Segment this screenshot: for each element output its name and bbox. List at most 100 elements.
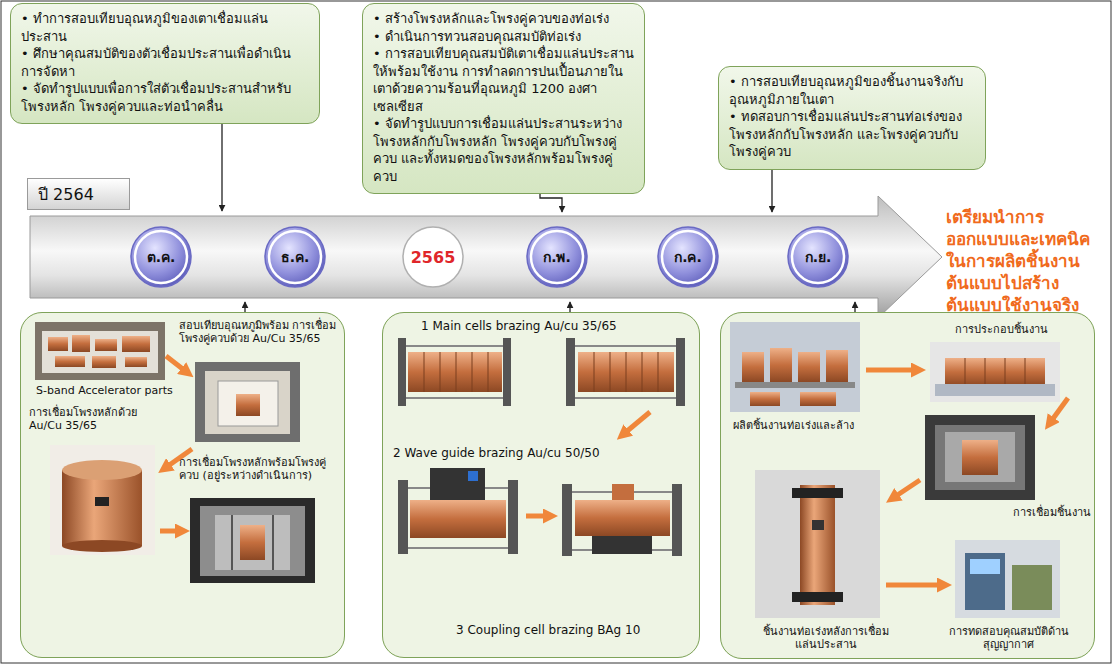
photo-caption: S-band Accelerator parts <box>36 384 176 397</box>
photo-caption: ผลิตชิ้นงานท่อเร่งและล้าง <box>733 419 903 432</box>
copper-cavity-photo <box>62 540 142 552</box>
parts-photo <box>35 322 165 380</box>
parts-photo <box>125 357 147 367</box>
circle-ring <box>269 231 321 283</box>
coupling-cell-model <box>562 484 682 556</box>
photo-caption: 1 Main cells brazing Au/cu 35/65 <box>421 319 661 334</box>
coupling-cell-model <box>562 484 572 556</box>
cells-photo <box>770 348 792 382</box>
month-text: ก.พ. <box>543 246 571 268</box>
circle-shape <box>658 227 718 287</box>
goal-text: เตรียมนำการออกแบบและเทคนิคในการผลิตชิ้นง… <box>946 206 1106 316</box>
flow-arrow <box>160 529 178 534</box>
month-circle: ก.พ. <box>526 226 588 288</box>
parts-photo <box>42 331 158 373</box>
cells-photo <box>798 352 820 382</box>
bullet-text: • ทดสอบการเชื่อมแล่นประสานท่อเร่งของโพรง… <box>729 108 975 161</box>
activity-box: • การสอบเทียบอุณหภูมิของชิ้นงานจริงกับอุ… <box>718 66 986 170</box>
assembly-photo <box>965 358 1025 386</box>
coupling-cell-model <box>592 536 652 554</box>
caption-slot: การเชื่อมโพรงหลักด้วย Au/Cu 35/65 <box>29 406 164 433</box>
brazed-tube-photo <box>755 470 880 618</box>
panel-fill <box>20 312 345 658</box>
timeline-arrow <box>30 196 942 318</box>
parts-photo <box>122 336 150 352</box>
parts-photo <box>55 356 85 367</box>
photo-panel: 1 Main cells brazing Au/cu 35/652 Wave g… <box>382 312 700 658</box>
circle-shape <box>527 227 587 287</box>
brazed-tube-photo <box>812 520 824 530</box>
vacuum-test-photo <box>1012 565 1052 610</box>
furnace-photo <box>925 415 1035 500</box>
main-cells-model <box>408 352 502 392</box>
main-cells-model <box>676 338 685 406</box>
year-box: ปี 2564 <box>27 178 130 210</box>
photo-caption: การเชื่อมโพรงหลักพร้อมโพรงคู่ควบ (อยู่ระ… <box>179 456 339 483</box>
month-circle: ก.ย. <box>787 226 849 288</box>
main-cells-model <box>398 338 406 406</box>
parts-photo <box>72 335 90 352</box>
photo-caption: การเชื่อมโพรงหลักด้วย Au/Cu 35/65 <box>29 406 164 433</box>
cells-photo <box>730 322 860 412</box>
caption-slot: 3 Coupling cell brazing BAg 10 <box>456 623 686 638</box>
photo-caption: การเชื่อมชิ้นงาน <box>986 506 1091 519</box>
cells-photo <box>800 392 836 406</box>
furnace-photo <box>218 381 278 426</box>
furnace-photo <box>935 425 1025 490</box>
month-text: ต.ค. <box>147 246 176 268</box>
flow-arrow <box>160 356 1068 585</box>
copper-cavity-photo <box>62 470 142 546</box>
bullet-text: • ศึกษาคุณสมบัติของตัวเชื่อมประสานเพื่อด… <box>21 45 309 80</box>
copper-cavity-photo <box>50 445 155 555</box>
caption-slot: การเชื่อมชิ้นงาน <box>986 506 1091 519</box>
flow-arrow <box>526 514 546 519</box>
furnace-photo <box>205 371 290 434</box>
timeline-arrow <box>30 196 942 318</box>
flow-arrow <box>866 368 914 373</box>
month-text: ธ.ค. <box>281 246 310 268</box>
assembly-photo <box>935 384 1055 396</box>
parts-photo <box>35 322 165 380</box>
caption-slot: การเชื่อมโพรงหลักพร้อมโพรงคู่ควบ (อยู่ระ… <box>179 456 339 483</box>
coupling-cell-model <box>612 484 634 500</box>
furnace-photo <box>236 394 260 416</box>
month-text: ก.ย. <box>805 246 832 268</box>
caption-slot: การทดสอบคุณสมบัติด้านสุญญากาศ <box>926 625 1091 652</box>
caption-slot: การประกอบชิ้นงาน <box>936 323 1066 336</box>
circle-shape <box>131 227 191 287</box>
circle-ring <box>662 231 714 283</box>
photo-caption: 3 Coupling cell brazing BAg 10 <box>456 623 686 638</box>
parts-photo <box>92 356 116 368</box>
circle-ring <box>792 231 844 283</box>
photo-panel: สอบเทียบอุณหภูมิพร้อม การเชื่อมโพรงคู่คว… <box>20 312 345 658</box>
photo-panel: ผลิตชิ้นงานท่อเร่งและล้าง การประกอบชิ้นงา… <box>720 312 1095 659</box>
vacuum-test-photo <box>955 540 1060 618</box>
main-cells-model <box>503 338 511 406</box>
vacuum-test-photo <box>955 540 1060 618</box>
month-circle: ธ.ค. <box>264 226 326 288</box>
panel-fill <box>382 312 700 658</box>
furnace-interior-photo <box>200 506 305 576</box>
furnace-photo <box>925 415 1035 500</box>
month-text: 2565 <box>411 248 456 267</box>
goal-label: เตรียมนำการออกแบบและเทคนิคในการผลิตชิ้นง… <box>946 206 1106 316</box>
month-circle: ต.ค. <box>130 226 192 288</box>
flow-arrow <box>886 583 940 588</box>
bullet-text: • ดำเนินการทวนสอบคุณสมบัติท่อเร่ง <box>373 28 634 46</box>
furnace-interior-photo <box>240 525 265 560</box>
photo-caption: การทดสอบคุณสมบัติด้านสุญญากาศ <box>926 625 1091 652</box>
circle-ring <box>531 231 583 283</box>
cells-photo <box>730 322 860 412</box>
furnace-interior-photo <box>190 498 315 583</box>
main-cells-model <box>578 352 674 392</box>
furnace-photo <box>962 440 998 475</box>
bullet-text: • จัดทำรูปแบบการเชื่อมแล่นประสานระหว่างโ… <box>373 115 634 185</box>
main-cells-model <box>398 345 510 347</box>
month-circle: 2565 <box>402 226 464 288</box>
wave-guide-model <box>398 480 408 554</box>
activity-box: • ทำการสอบเทียบอุณหภูมิของเตาเชื่อมแล่นป… <box>10 3 320 124</box>
parts-photo <box>48 337 68 351</box>
main-cells-model <box>594 352 658 392</box>
bullet-text: • การสอบเทียบคุณสมบัติเตาเชื่อมแล่นประสา… <box>373 45 634 115</box>
furnace-interior-photo <box>231 515 233 570</box>
